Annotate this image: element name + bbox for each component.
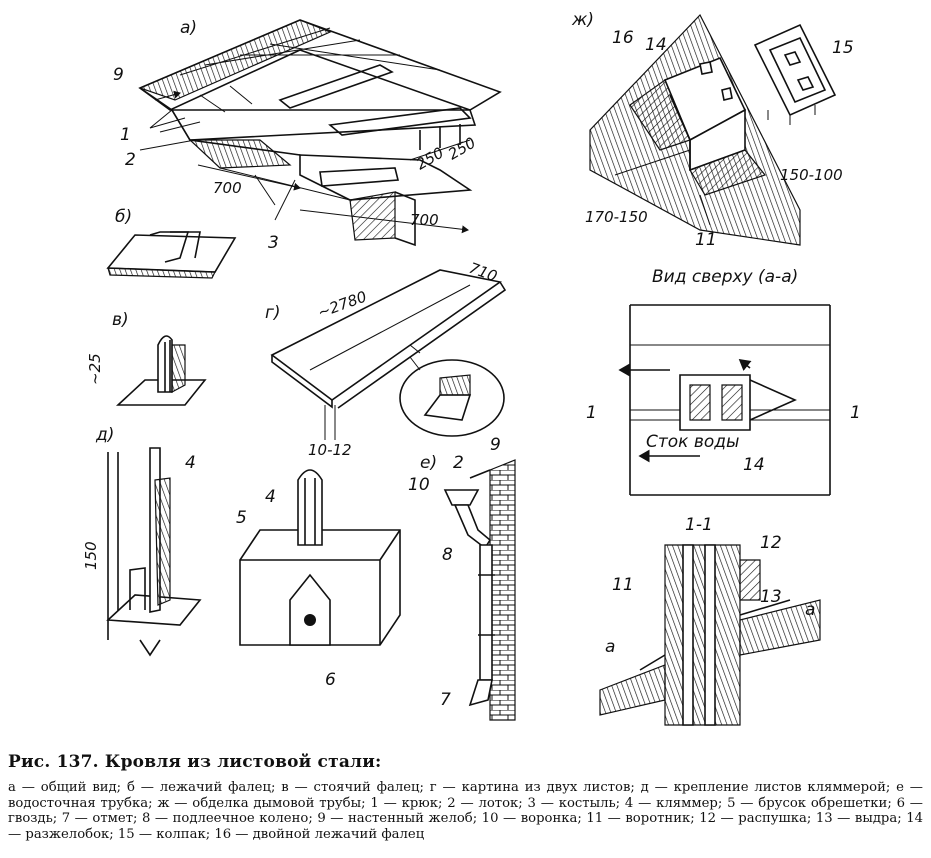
label-1-a: 1 (120, 125, 131, 145)
dim-150-100: 150-100 (780, 166, 843, 184)
plan-view-drain-label: Сток воды (646, 432, 739, 452)
panel-v-standing-seam (115, 335, 207, 406)
plan-view-title: Вид сверху (а-а) (652, 267, 798, 287)
label-2-a: 2 (125, 150, 136, 170)
label-8: 8 (442, 545, 453, 565)
label-9-e: 9 (490, 435, 501, 455)
cut-mark-left: а (605, 637, 615, 657)
panel-g-label: г) (265, 303, 281, 323)
label-7: 7 (440, 690, 451, 710)
label-11-zh: 11 (695, 230, 717, 250)
label-14-zh: 14 (645, 35, 667, 55)
panel-b-flat-seam (106, 231, 237, 279)
panel-b-label: б) (115, 207, 132, 227)
dim-150: 150 (82, 541, 100, 570)
label-4-clamp: 4 (265, 487, 276, 507)
panel-d-label: д) (95, 425, 114, 445)
label-9-a: 9 (113, 65, 124, 85)
dim-700-left: 700 (213, 179, 242, 197)
figure-caption: Рис. 137. Кровля из листовой стали: а — … (8, 752, 923, 842)
cut-mark-right: а (805, 600, 815, 620)
caption-body: а — общий вид; б — лежачий фалец; в — ст… (8, 780, 923, 842)
panel-d-cleat (106, 447, 401, 657)
label-6: 6 (325, 670, 336, 690)
label-5: 5 (236, 508, 247, 528)
dim-25: ~25 (86, 353, 104, 385)
label-11-section: 11 (612, 575, 634, 595)
label-2-e: 2 (453, 453, 464, 473)
label-16: 16 (612, 28, 634, 48)
label-14-plan: 14 (743, 455, 765, 475)
caption-title: Рис. 137. Кровля из листовой стали: (8, 752, 382, 772)
section-mark-right: 1 (850, 403, 861, 423)
panel-a-general-view (138, 19, 502, 247)
panel-zh-chimney-flashing (589, 13, 837, 246)
panel-g-two-sheets (270, 269, 507, 440)
label-15: 15 (832, 38, 854, 58)
panel-a-label: а) (180, 18, 197, 38)
label-12: 12 (760, 533, 782, 553)
panel-v-label: в) (112, 310, 129, 330)
dim-700-right: 700 (410, 211, 439, 229)
plan-view (618, 304, 831, 496)
label-3-a: 3 (268, 233, 279, 253)
label-10: 10 (408, 475, 430, 495)
label-13: 13 (760, 587, 782, 607)
panel-zh-label: ж) (571, 10, 594, 30)
panel-e-label: е) (420, 453, 437, 473)
dim-170-150: 170-150 (585, 208, 648, 226)
dim-10-12: 10-12 (308, 441, 352, 459)
dim-250-2: 250 (445, 134, 479, 164)
roof-figure: а) 9 1 2 3 700 700 250 250 б) в) ~25 г) … (82, 10, 861, 726)
panel-e-downpipe (443, 459, 516, 721)
label-4-d: 4 (185, 453, 196, 473)
section-1-1 (599, 544, 821, 726)
section-mark-left: 1 (586, 403, 597, 423)
section-title: 1-1 (685, 515, 713, 535)
